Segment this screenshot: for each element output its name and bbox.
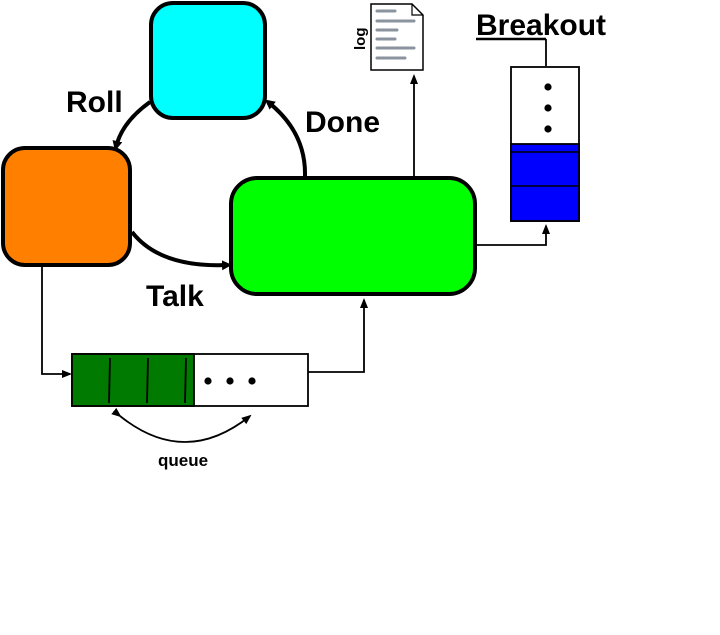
log-label: log	[352, 28, 369, 51]
queue-cycle-arrow	[111, 407, 252, 443]
breakout-label: Breakout	[476, 9, 606, 42]
queue-to-green-line	[308, 298, 368, 373]
talk-arrow	[130, 230, 232, 271]
roll-label: Roll	[66, 86, 123, 119]
done-arrow	[264, 99, 308, 177]
cyan-state-box	[149, 1, 267, 120]
roll-arrow	[112, 100, 152, 151]
breakout-stack	[510, 66, 580, 222]
orange-state-box	[1, 146, 132, 267]
green-state-box	[229, 176, 477, 296]
done-label: Done	[305, 106, 380, 139]
green-to-breakout-line	[476, 224, 550, 246]
document-icon	[370, 3, 424, 71]
queue-label: queue	[158, 451, 208, 470]
queue-buffer	[71, 353, 309, 407]
talk-label: Talk	[146, 280, 204, 313]
orange-to-queue-line	[41, 266, 72, 378]
